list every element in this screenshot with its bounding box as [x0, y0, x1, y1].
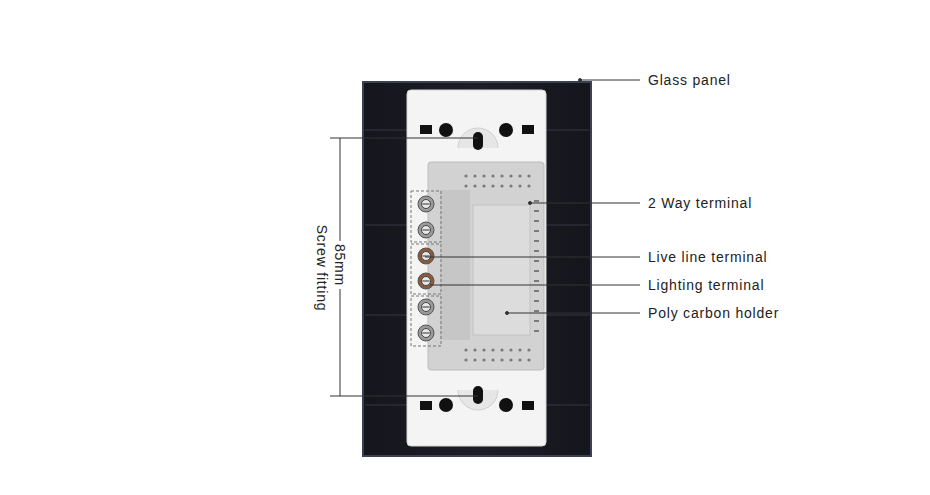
- mounting-plate: [407, 90, 546, 446]
- terminal-block: [440, 190, 470, 340]
- vent-holes: [464, 174, 539, 361]
- switch-module: [428, 162, 544, 370]
- part-label: Poly carbon holder: [646, 305, 781, 321]
- poly-carbon-holder: [473, 205, 530, 335]
- dimension-label: 85mm: [332, 241, 348, 289]
- terminal-groups: [411, 191, 441, 346]
- dimension-line: [330, 138, 478, 396]
- part-label: Glass panel: [646, 72, 733, 88]
- terminals: [418, 196, 434, 341]
- part-label: 2 Way terminal: [646, 195, 754, 211]
- leader-lines: [425, 79, 640, 315]
- part-label: Live line terminal: [646, 249, 769, 265]
- panel-dividers: [365, 130, 589, 405]
- part-label: Lighting terminal: [646, 277, 766, 293]
- dimension-label: Screw fitting: [314, 222, 330, 315]
